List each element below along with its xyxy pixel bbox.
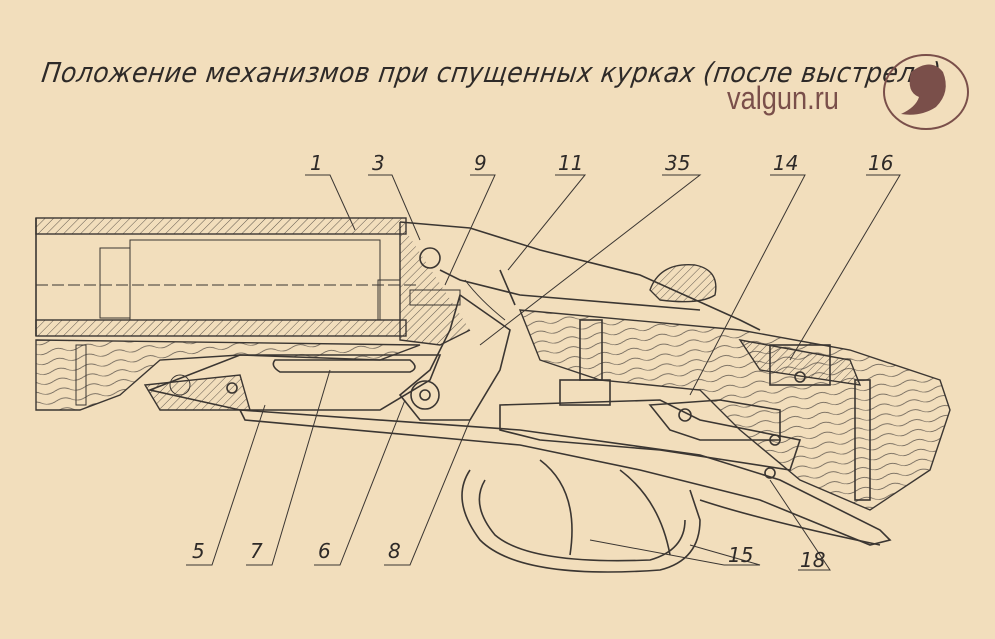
receiver [399,221,761,346]
label-16: 16 [868,151,893,175]
barrel [35,217,420,337]
part-labels: 1 3 9 11 35 14 16 5 7 6 8 15 18 [192,151,893,572]
forend-wood [35,339,421,411]
label-1: 1 [310,151,323,175]
label-3: 3 [372,151,385,175]
label-7: 7 [250,539,263,563]
label-11: 11 [558,151,583,175]
hammer [398,293,511,421]
trigger-guard [461,459,881,573]
watermark-text: valgun.ru [727,80,839,116]
trigger-plate [238,319,892,546]
label-15: 15 [728,543,753,567]
label-14: 14 [773,151,798,175]
stock-wood [518,309,951,511]
label-18: 18 [800,548,825,572]
label-8: 8 [388,539,401,563]
watermark-logo-icon [883,54,969,130]
label-6: 6 [318,539,331,563]
label-9: 9 [474,151,487,175]
label-5: 5 [192,539,205,563]
leader-lines [186,174,901,571]
label-35: 35 [665,151,690,175]
